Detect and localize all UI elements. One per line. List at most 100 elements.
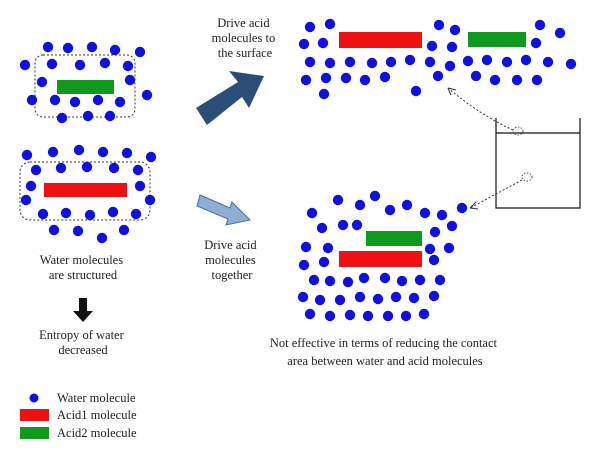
- water-molecule: [359, 74, 371, 86]
- drive-together-label: Drive acid molecules together: [204, 238, 260, 282]
- water-molecule: [385, 56, 397, 68]
- water-molecule: [314, 294, 326, 306]
- water-molecule: [400, 310, 412, 322]
- water-molecule: [501, 56, 513, 68]
- water-molecule: [99, 57, 111, 69]
- legend-water-swatch: [29, 393, 39, 403]
- water-molecule: [429, 226, 441, 238]
- water-molecule: [332, 194, 344, 206]
- water-molecule: [344, 309, 356, 321]
- water-molecule: [30, 164, 42, 176]
- entropy-down-arrow: [73, 298, 93, 322]
- water-molecules: [298, 18, 577, 100]
- acid1-molecule: [339, 251, 422, 267]
- water-molecule: [304, 308, 316, 320]
- structured-label: Water molecules are structured: [40, 253, 126, 282]
- legend-water-label: Water molecule: [57, 391, 136, 405]
- water-molecule: [74, 59, 86, 71]
- water-molecule: [443, 242, 455, 254]
- water-molecule: [324, 57, 336, 69]
- water-molecule: [26, 94, 38, 106]
- water-molecule: [446, 41, 458, 53]
- water-molecule: [72, 225, 84, 237]
- water-molecule: [531, 74, 543, 86]
- water-molecule: [384, 204, 396, 216]
- water-molecule: [366, 57, 378, 69]
- water-molecule: [134, 180, 146, 192]
- water-molecule: [324, 310, 336, 322]
- water-molecule: [20, 194, 32, 206]
- water-molecule: [481, 54, 493, 66]
- water-molecule: [530, 37, 542, 49]
- water-molecule: [410, 85, 422, 97]
- legend-acid2-label: Acid2 molecule: [57, 426, 137, 440]
- water-molecule: [449, 24, 461, 36]
- water-molecule: [318, 88, 330, 100]
- hydration-shell-outline: [19, 161, 151, 221]
- water-molecule: [354, 199, 366, 211]
- water-molecule: [121, 147, 133, 159]
- water-molecule: [462, 55, 474, 67]
- water-molecule: [97, 146, 109, 158]
- water-molecule: [60, 207, 72, 219]
- water-molecule: [114, 96, 126, 108]
- water-molecule: [298, 38, 310, 50]
- water-molecule: [320, 72, 332, 84]
- acid1-molecule: [44, 183, 127, 197]
- water-molecule: [446, 220, 458, 232]
- water-molecule: [362, 310, 374, 322]
- water-molecule: [300, 241, 312, 253]
- water-molecule: [390, 291, 402, 303]
- water-molecule: [86, 41, 98, 53]
- water-molecule: [144, 194, 156, 206]
- water-molecule: [324, 275, 336, 287]
- water-molecule: [565, 58, 577, 70]
- water-molecule: [145, 151, 157, 163]
- water-molecule: [308, 274, 320, 286]
- water-molecule: [19, 59, 31, 71]
- water-molecule: [344, 56, 356, 68]
- water-molecule: [372, 293, 384, 305]
- water-molecule: [428, 290, 440, 302]
- bulk-zoom-circle: [521, 172, 533, 182]
- water-molecule: [56, 112, 68, 124]
- acid2-molecule: [366, 231, 422, 246]
- water-molecule: [428, 254, 440, 266]
- water-molecule: [108, 162, 120, 174]
- drive-together-arrow: [196, 194, 252, 226]
- water-molecule: [304, 21, 316, 33]
- water-molecule: [434, 274, 446, 286]
- water-molecule: [107, 206, 119, 218]
- water-molecule: [42, 41, 54, 53]
- water-molecule: [324, 18, 336, 30]
- water-molecule: [73, 144, 85, 156]
- water-molecule: [82, 110, 94, 122]
- water-molecule: [49, 94, 61, 106]
- water-molecule: [334, 294, 346, 306]
- water-molecule: [297, 291, 309, 303]
- water-molecule: [25, 180, 37, 192]
- water-molecule: [317, 37, 329, 49]
- water-molecule: [418, 308, 430, 320]
- water-molecule: [132, 164, 144, 176]
- water-molecule: [36, 76, 48, 88]
- water-molecule: [404, 54, 416, 66]
- entropy-label: Entropy of water decreased: [39, 328, 127, 357]
- water-molecule: [96, 232, 108, 244]
- water-molecule: [37, 208, 49, 220]
- bulk-pointer-head: [469, 201, 479, 210]
- water-molecule: [489, 74, 501, 86]
- water-molecule: [81, 161, 93, 173]
- cluster-acid2-structured: [19, 41, 153, 124]
- water-molecule: [21, 149, 33, 161]
- water-molecule: [436, 209, 448, 221]
- water-molecule: [444, 60, 456, 72]
- water-molecule: [511, 74, 523, 86]
- water-molecule: [118, 224, 130, 236]
- water-molecule: [298, 259, 310, 271]
- acid2-molecule: [468, 32, 526, 47]
- water-molecule: [408, 292, 420, 304]
- legend-acid1-swatch: [20, 409, 49, 421]
- water-molecule: [141, 89, 153, 101]
